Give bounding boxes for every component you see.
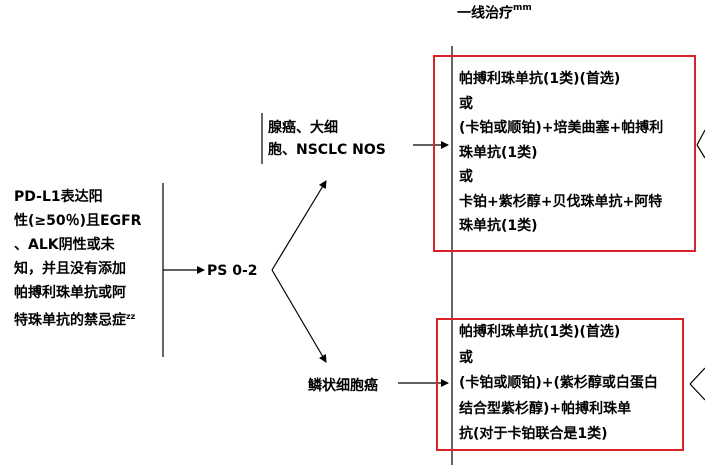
branch-a-line: 胞、NSCLC NOS xyxy=(268,142,386,158)
regimen-b-line: 或 xyxy=(459,349,473,366)
histology-branch-squamous: 鳞状细胞癌 xyxy=(308,378,378,394)
regimen-list-squamous: 帕搏利珠单抗(1类)(首选) 或 (卡铂或顺铂)+(紫杉醇或白蛋白 结合型紫杉醇… xyxy=(459,320,658,448)
condition-line: 知，并且没有添加 xyxy=(14,261,126,277)
histology-branch-adenocarcinoma: 腺癌、大细 胞、NSCLC NOS xyxy=(268,117,386,161)
ps-to-branch-a-arrow xyxy=(271,180,327,271)
regimen-box-squamous xyxy=(436,318,684,451)
regimen-b-line: 抗(对于卡铂联合是1类) xyxy=(459,426,608,442)
column-header-title: 一线治疗 xyxy=(457,5,513,22)
eligibility-condition: PD-L1表达阳 性(≥50％)且EGFR 、ALK阴性或未 知，并且没有添加 … xyxy=(14,185,141,329)
regimen-a-line: 帕搏利珠单抗(1类)(首选) xyxy=(459,71,621,87)
regimen-b-line: 结合型紫杉醇)+帕搏利珠单 xyxy=(459,400,632,417)
right-connector-b-lower xyxy=(689,383,705,401)
condition-line: 性(≥50％)且EGFR xyxy=(14,213,142,229)
regimen-a-line: (卡铂或顺铂)+培美曲塞+帕搏利 xyxy=(459,120,664,136)
right-connector-a-lower xyxy=(696,144,705,159)
branch-a-line: 腺癌、大细 xyxy=(268,120,338,136)
regimen-b-line: 帕搏利珠单抗(1类)(首选) xyxy=(459,324,621,340)
condition-footnote: zz xyxy=(126,312,136,321)
performance-status-node: PS 0-2 xyxy=(207,263,258,279)
condition-line: 、ALK阴性或未 xyxy=(14,237,115,253)
regimen-a-line: 或 xyxy=(459,169,473,185)
condition-line: 特珠单抗的禁忌症 xyxy=(14,312,126,329)
regimen-a-line: 卡铂+紫杉醇+贝伐珠单抗+阿特 xyxy=(459,193,663,210)
regimen-box-adenocarcinoma xyxy=(433,55,696,252)
condition-line-last: 特珠单抗的禁忌症zz xyxy=(14,305,141,329)
regimen-b-line: (卡铂或顺铂)+(紫杉醇或白蛋白 xyxy=(459,375,658,391)
right-connector-a-upper xyxy=(696,129,705,146)
column-header: 一线治疗mm xyxy=(457,0,532,24)
regimen-a-line: 或 xyxy=(459,95,473,112)
ps-to-branch-b-arrow xyxy=(271,269,327,363)
right-connector-b-upper xyxy=(689,367,705,385)
regimen-a-line: 珠单抗(1类) xyxy=(459,144,538,161)
condition-line: PD-L1表达阳 xyxy=(14,189,103,205)
condition-line: 帕搏利珠单抗或阿 xyxy=(14,285,126,301)
regimen-list-adenocarcinoma: 帕搏利珠单抗(1类)(首选) 或 (卡铂或顺铂)+培美曲塞+帕搏利 珠单抗(1类… xyxy=(459,67,663,239)
column-header-footnote: mm xyxy=(513,3,532,13)
regimen-a-line: 珠单抗(1类) xyxy=(459,218,538,234)
